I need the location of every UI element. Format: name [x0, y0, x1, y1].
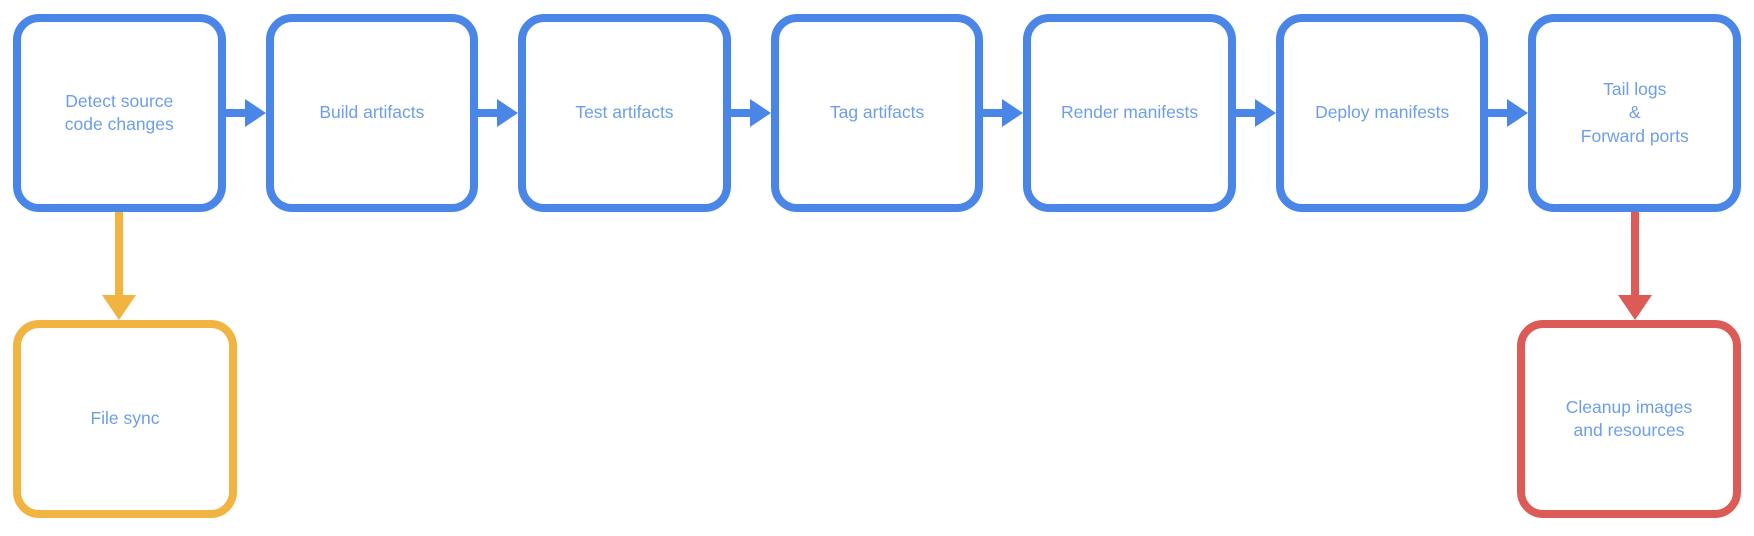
node-label: Build artifacts — [319, 102, 425, 123]
node-test-artifacts: Test artifacts — [518, 14, 731, 212]
arrow-right-icon — [1235, 99, 1276, 127]
arrow-right-icon — [1488, 99, 1529, 127]
node-tail-logs-forward-ports: Tail logs & Forward ports — [1528, 14, 1742, 212]
node-cleanup-images-resources: Cleanup images and resources — [1517, 320, 1741, 518]
arrow-right-icon — [225, 99, 266, 127]
node-label: Tag artifacts — [829, 102, 925, 123]
node-build-artifacts: Build artifacts — [265, 14, 479, 212]
arrow-down-cleanup-icon — [1617, 212, 1652, 320]
node-label: File sync — [90, 408, 160, 429]
branch-nodes-row: File sync Cleanup images and resources — [0, 320, 1754, 518]
pipeline-main-row: Detect source code changes Build artifac… — [0, 0, 1754, 212]
node-label: Detect source code changes — [64, 90, 174, 134]
arrow-down-file-sync-icon — [102, 212, 137, 320]
node-deploy-manifests: Deploy manifests — [1275, 14, 1489, 212]
arrow-right-icon — [730, 99, 771, 127]
node-label: Test artifacts — [575, 102, 674, 123]
branch-connector-row — [0, 212, 1754, 320]
node-label: Render manifests — [1061, 102, 1199, 123]
node-label: Tail logs & Forward ports — [1580, 79, 1689, 146]
node-file-sync: File sync — [13, 320, 237, 518]
node-label: Cleanup images and resources — [1565, 396, 1693, 440]
node-render-manifests: Render manifests — [1023, 14, 1236, 212]
node-tag-artifacts: Tag artifacts — [770, 14, 984, 212]
arrow-right-icon — [478, 99, 519, 127]
node-detect-source-changes: Detect source code changes — [13, 14, 226, 212]
arrow-right-icon — [983, 99, 1024, 127]
node-label: Deploy manifests — [1315, 102, 1450, 123]
